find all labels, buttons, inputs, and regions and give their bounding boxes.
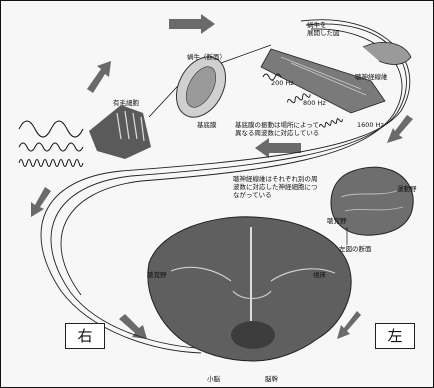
brain-side-view xyxy=(331,167,413,245)
label-cochlea-stretched-2: 展開した図 xyxy=(307,29,340,37)
label-auditory-cortex-left: 聴覚野 xyxy=(147,270,167,279)
mid-frequency-wave xyxy=(19,143,83,151)
right-side-box: 右 xyxy=(65,323,105,349)
label-cochlea-stretched-1: 蝸牛を xyxy=(307,20,327,29)
label-hair-cells: 有毛細胞 xyxy=(113,98,140,107)
low-frequency-wave xyxy=(19,121,83,137)
label-nerve-text-2: 波数に対応した神経細胞につ xyxy=(233,182,318,191)
label-basilar-text-2: 異なる周波数に対応している xyxy=(235,128,319,137)
label-freq-200: 200 Hz xyxy=(271,79,294,87)
label-basilar-membrane: 基底膜 xyxy=(197,120,217,129)
label-basilar-text-1: 基底膜の振動は場所によって xyxy=(235,120,319,129)
arrow-down-right xyxy=(387,115,413,143)
label-section-ref: 左図の断面 xyxy=(339,244,372,253)
arrow-left-mid xyxy=(255,138,301,158)
label-nerve-text-1: 聴神経線維はそれぞれ別の周 xyxy=(233,174,318,183)
brain-coronal-section xyxy=(148,217,351,361)
label-motor-cortex: 運動野 xyxy=(397,184,417,193)
arrow-up-left xyxy=(87,61,111,93)
arrow-top-right xyxy=(169,14,215,34)
label-nerve-text-3: ながっている xyxy=(233,190,272,199)
label-cerebellum: 小脳 xyxy=(207,374,221,383)
high-frequency-wave xyxy=(19,160,83,167)
arrow-down-left xyxy=(31,187,51,217)
label-thalamus: 視床 xyxy=(313,270,327,279)
stretched-cochlea xyxy=(261,42,411,113)
left-side-box: 左 xyxy=(375,323,415,349)
label-freq-800: 800 Hz xyxy=(303,99,326,107)
arrow-lower-left xyxy=(119,314,147,339)
label-cochlea-section: 蝸牛（断面） xyxy=(187,52,226,61)
label-freq-1600: 1600 Hz xyxy=(357,121,384,129)
label-brainstem: 脳幹 xyxy=(265,374,279,383)
label-auditory-nerve-fibers: 聴神経線維 xyxy=(355,72,388,81)
wave-samples xyxy=(19,121,83,167)
label-auditory-cortex-small: 聴覚野 xyxy=(327,216,347,225)
